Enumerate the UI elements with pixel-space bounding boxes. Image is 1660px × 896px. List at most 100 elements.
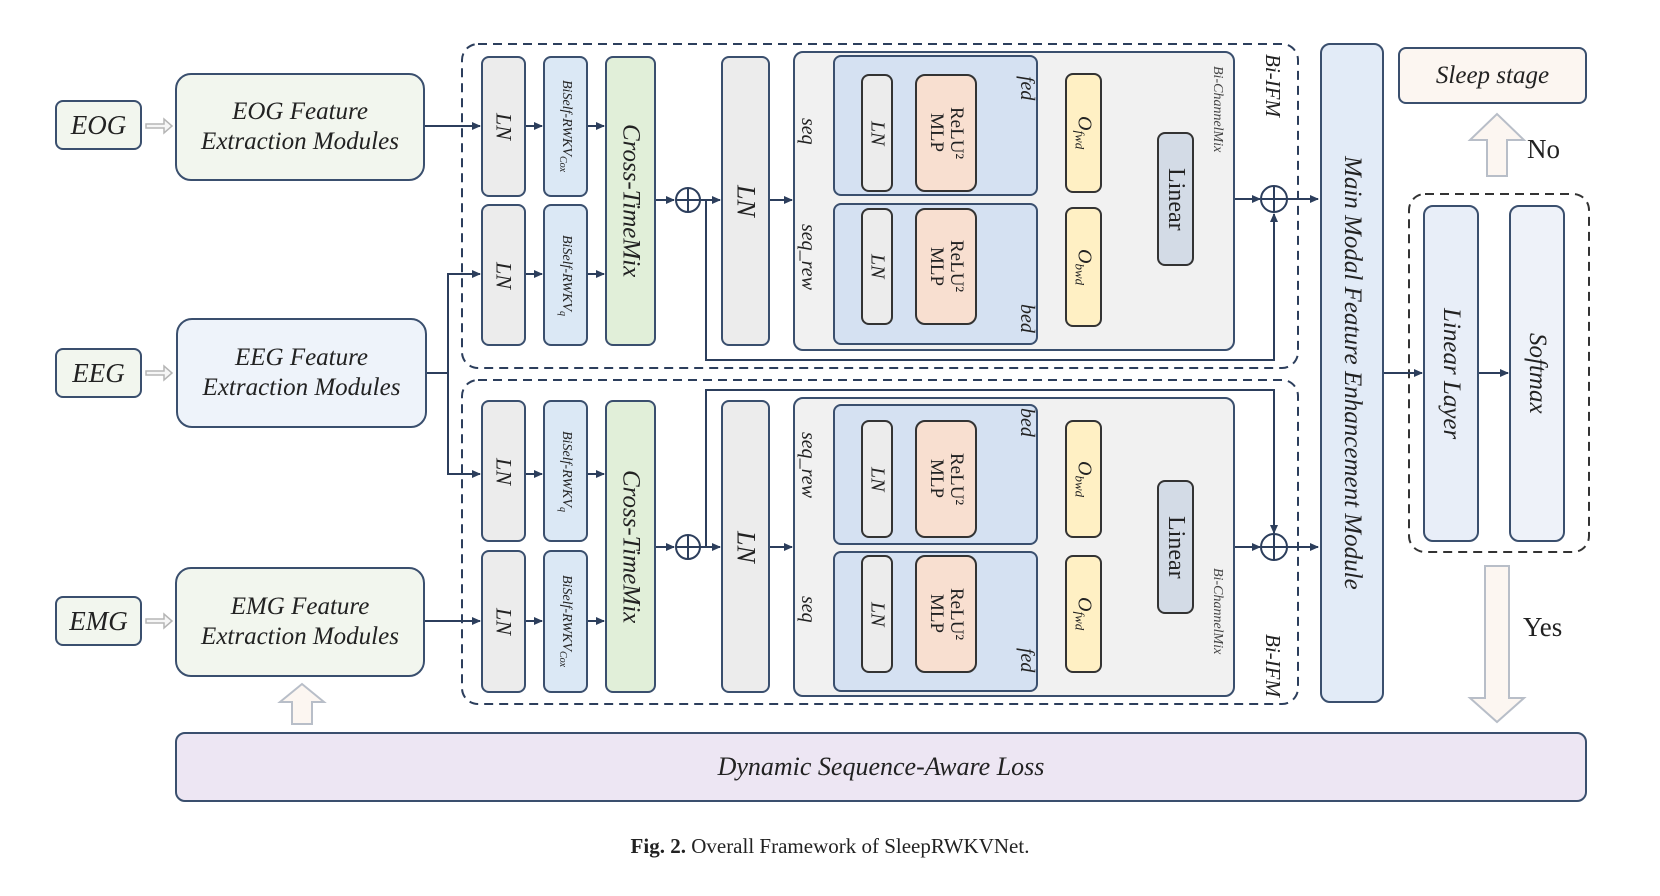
mlp-line1: ReLU² — [946, 587, 967, 641]
ln-label: LN — [491, 261, 517, 289]
bottom-seq-b-label: seq — [797, 596, 819, 623]
mlp-line1: ReLU² — [946, 452, 967, 506]
bi-ifm-bottom-border — [461, 379, 1299, 705]
bottom-seq-a-label: seq_rew — [797, 432, 819, 498]
mlp-line2: MLP — [926, 113, 947, 153]
ln-label: LN — [491, 113, 517, 140]
bottom-ln-b: LN — [481, 550, 526, 693]
rwkv-label: BiSelf-RWKVCox — [557, 80, 574, 172]
rwkv-name: BiSelf-RWKV — [558, 234, 574, 311]
mlp-line1: ReLU² — [946, 240, 967, 293]
output-label: Obwd — [1072, 249, 1096, 285]
dynamic-sequence-aware-loss: Dynamic Sequence-Aware Loss — [175, 732, 1587, 802]
top-output-a: Ofwd — [1065, 73, 1102, 193]
ln-label: LN — [491, 608, 517, 635]
eog-feature-extraction: EOG Feature Extraction Modules — [175, 73, 425, 181]
top-skip-b-label: bed — [1016, 304, 1038, 333]
yes-arrow — [1467, 565, 1527, 724]
main-modal-feature-enhancement: Main Modal Feature Enhancement Module — [1320, 43, 1384, 703]
top-channel-mix-label: Bi-ChannelMix — [1210, 66, 1225, 153]
bottom-biself-rwkv-cox: BiSelf-RWKVCox — [543, 550, 588, 693]
top-ln-a: LN — [481, 56, 526, 197]
bottom-inner-ln-a: LN — [861, 420, 893, 538]
output-subscript: bwd — [1072, 475, 1088, 498]
bottom-biself-rwkv-q: BiSelf-RWKVq — [543, 400, 588, 542]
linear-label: Linear — [1163, 515, 1189, 579]
output-symbol: O — [1073, 597, 1096, 612]
fem-line1: EMG Feature — [230, 593, 370, 620]
ln-label: LN — [866, 601, 889, 627]
output-subscript: bwd — [1072, 263, 1088, 286]
bottom-skip-b-label: fed — [1016, 648, 1038, 673]
mlp-line2: MLP — [926, 459, 947, 499]
softmax-label: Softmax — [1524, 333, 1551, 414]
bottom-inner-ln-b: LN — [861, 555, 893, 673]
rwkv-name: BiSelf-RWKV — [558, 80, 574, 157]
eeg-input: EEG — [55, 348, 142, 398]
top-bi-ifm-label: Bi-IFM — [1261, 54, 1285, 117]
top-output-b: Obwd — [1065, 207, 1102, 327]
top-biself-rwkv-q: BiSelf-RWKVq — [543, 204, 588, 346]
emg-feature-extraction: EMG Feature Extraction Modules — [175, 567, 425, 677]
linear-layer-label: Linear Layer — [1438, 307, 1465, 440]
eog-hollow-arrow — [145, 117, 174, 135]
ln-label: LN — [491, 457, 517, 485]
top-ln-b: LN — [481, 204, 526, 346]
bottom-bi-ifm-label: Bi-IFM — [1261, 634, 1285, 697]
linear-label: Linear — [1163, 167, 1189, 231]
figure-caption: Fig. 2. Overall Framework of SleepRWKVNe… — [0, 834, 1660, 859]
loss-feedback-arrow — [277, 682, 327, 725]
mlp-line1: ReLU² — [946, 106, 967, 160]
top-linear: Linear — [1157, 132, 1194, 266]
bottom-ln-a: LN — [481, 400, 526, 542]
ln-label: LN — [731, 185, 761, 217]
rwkv-subscript: q — [557, 506, 569, 512]
eog-input: EOG — [55, 100, 142, 150]
linear-layer: Linear Layer — [1423, 205, 1479, 542]
rwkv-subscript: Cox — [557, 651, 569, 668]
rwkv-name: BiSelf-RWKV — [558, 430, 574, 507]
rwkv-subscript: q — [557, 310, 569, 316]
no-label: No — [1527, 134, 1560, 164]
ln-label: LN — [866, 466, 889, 492]
ctm-label: Cross-TimeMix — [617, 124, 645, 278]
top-inner-ln-b: LN — [861, 208, 893, 325]
yes-label: Yes — [1523, 612, 1563, 642]
rwkv-subscript: Cox — [557, 156, 569, 173]
eog-label: EOG — [70, 109, 127, 140]
eeg-hollow-arrow — [145, 364, 174, 382]
bottom-ln-main: LN — [721, 400, 770, 693]
caption-prefix: Fig. 2. — [630, 834, 686, 858]
ln-label: LN — [866, 120, 889, 146]
rwkv-name: BiSelf-RWKV — [558, 575, 574, 652]
output-subscript: fwd — [1072, 130, 1088, 150]
top-cross-time-mix: Cross-TimeMix — [605, 56, 656, 346]
output-label: Obwd — [1072, 461, 1096, 497]
emg-input: EMG — [55, 596, 142, 646]
bottom-output-a: Obwd — [1065, 420, 1102, 538]
rwkv-label: BiSelf-RWKVq — [557, 235, 574, 316]
bi-ifm-top-border — [461, 43, 1299, 369]
fem-line2: Extraction Modules — [201, 128, 399, 155]
fem-line1: EOG Feature — [232, 98, 368, 125]
eeg-label: EEG — [72, 357, 125, 388]
softmax: Softmax — [1509, 205, 1565, 542]
rwkv-label: BiSelf-RWKVq — [557, 431, 574, 512]
output-subscript: fwd — [1072, 611, 1088, 631]
fem-line1: EEG Feature — [234, 344, 369, 371]
bottom-skip-a-label: bed — [1016, 408, 1038, 437]
top-seq-a-label: seq — [797, 118, 819, 145]
output-symbol: O — [1073, 460, 1096, 476]
top-inner-ln-a: LN — [861, 74, 893, 192]
fem-line2: Extraction Modules — [202, 374, 401, 401]
bottom-linear: Linear — [1157, 480, 1194, 614]
sleep-stage-output: Sleep stage — [1398, 47, 1587, 104]
main-modal-label: Main Modal Feature Enhancement Module — [1339, 156, 1366, 590]
